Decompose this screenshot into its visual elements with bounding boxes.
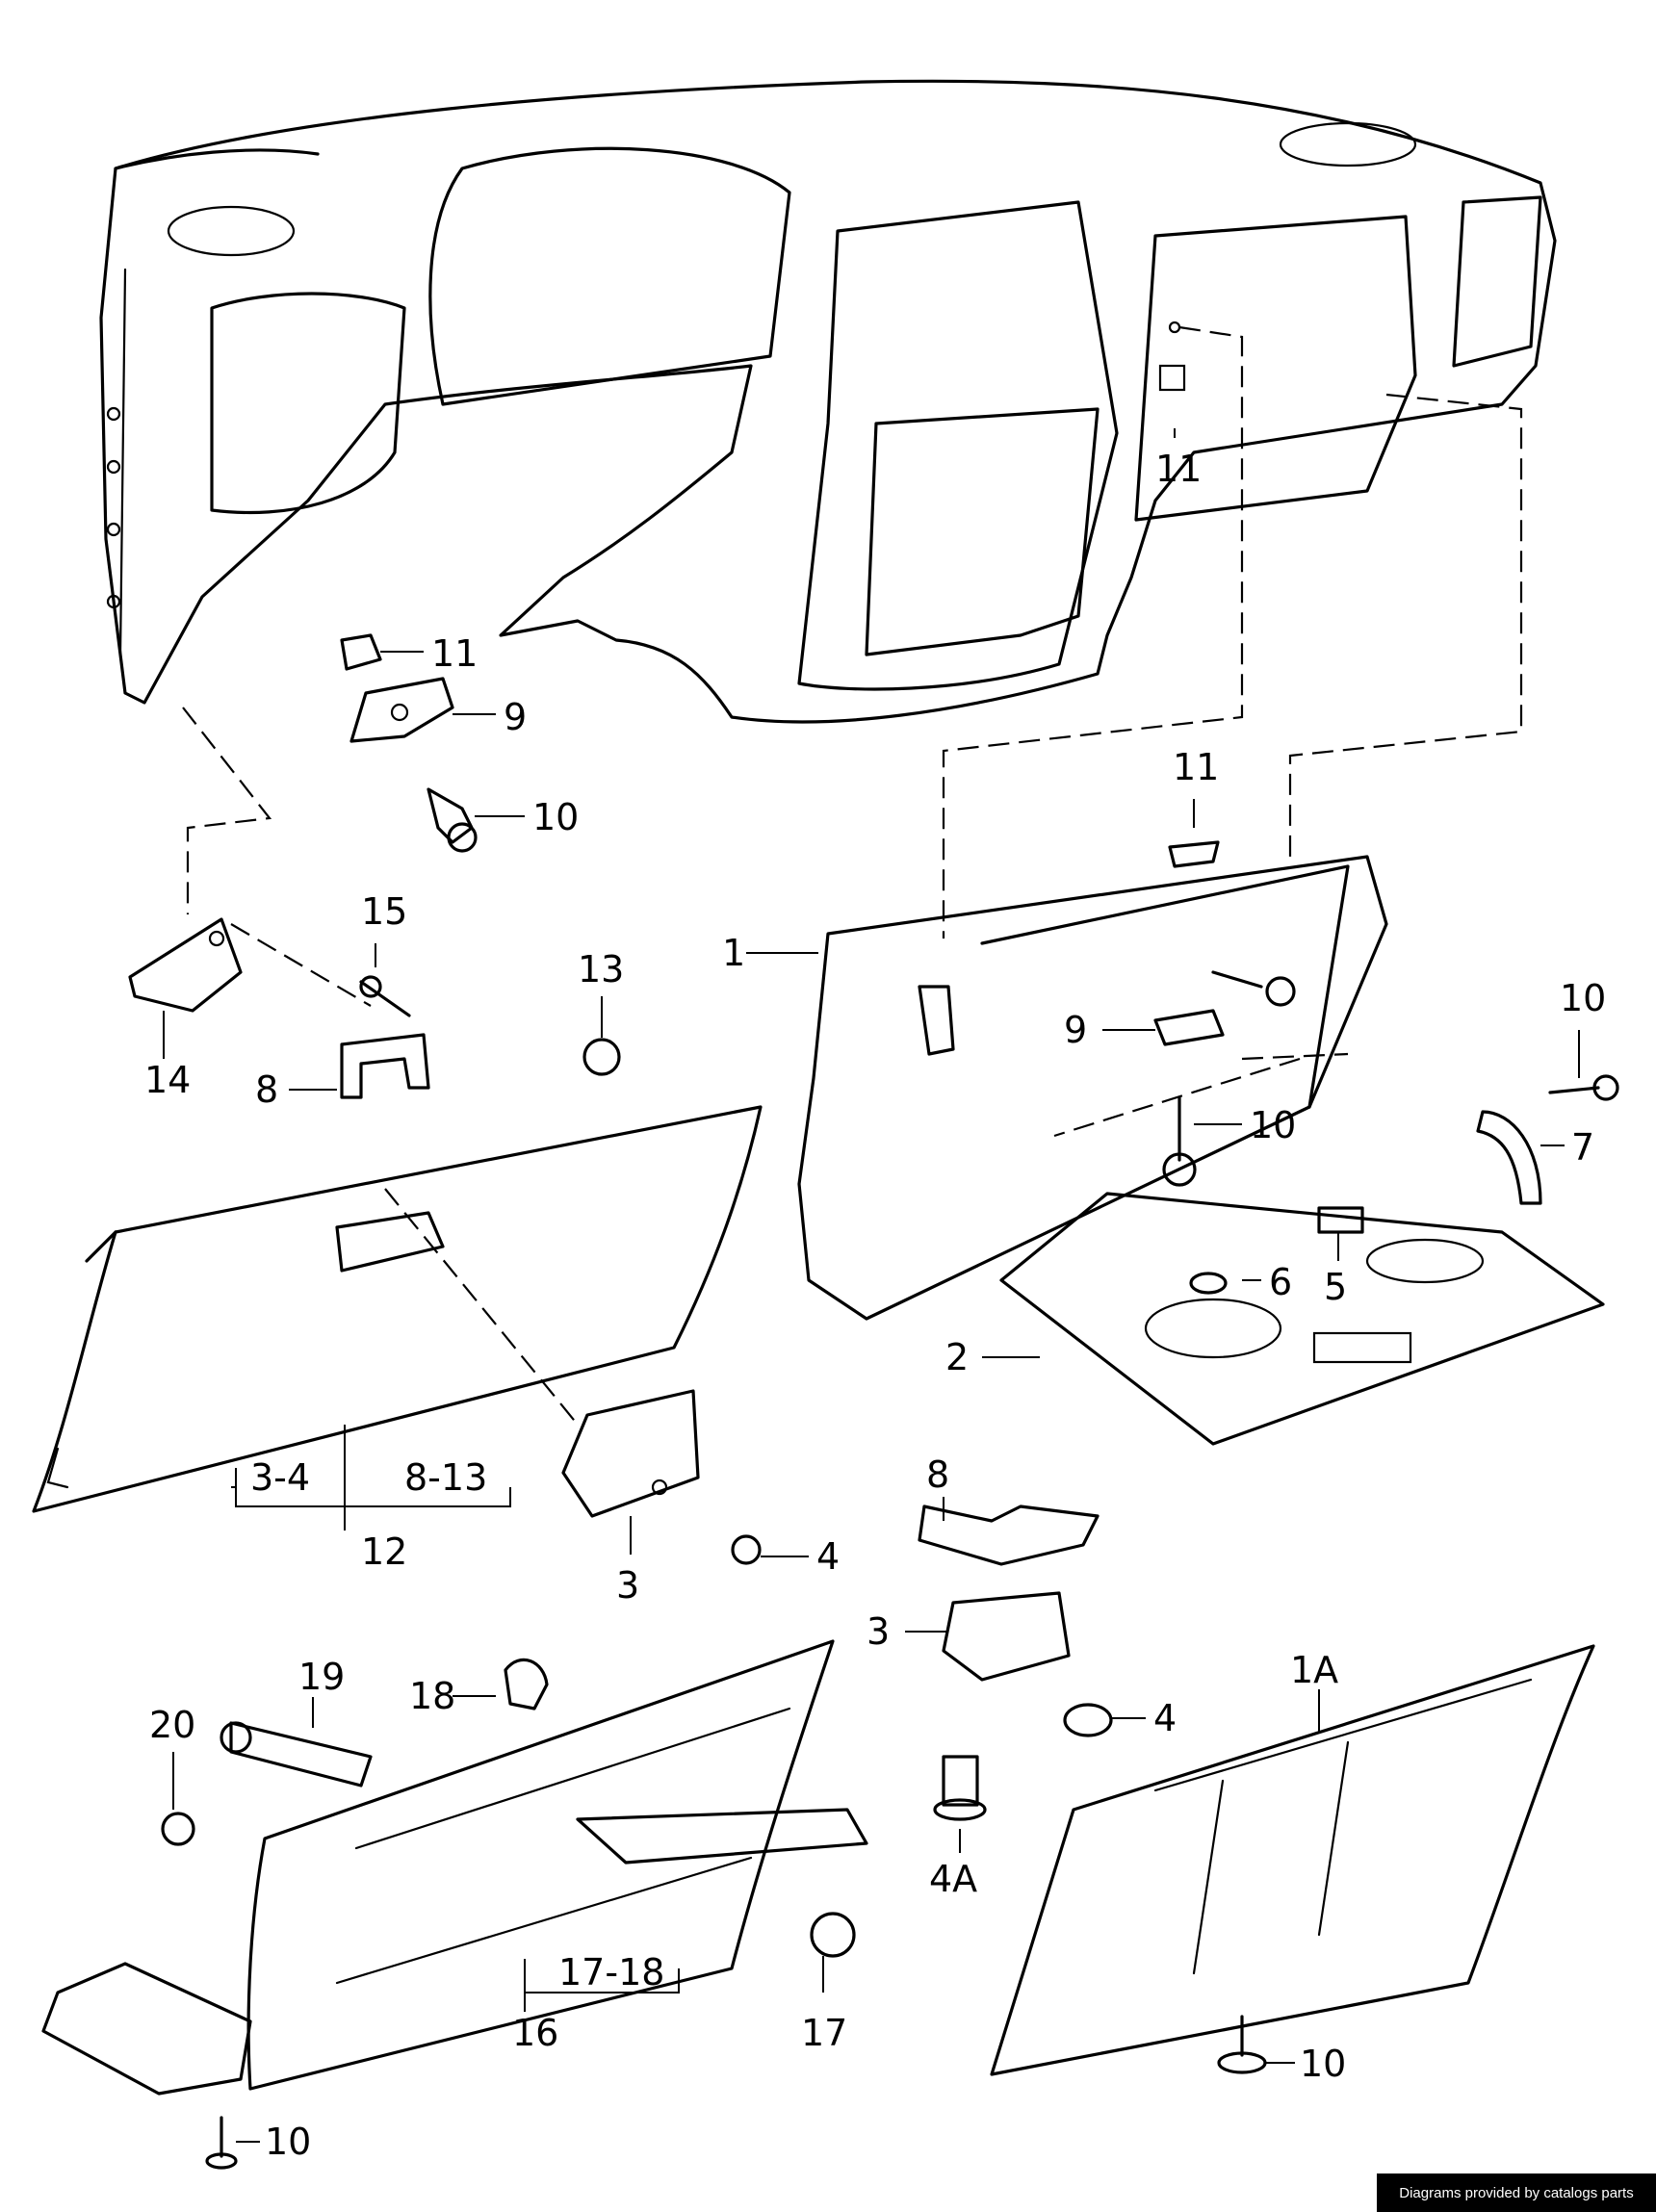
callout-8-lower: 8 bbox=[926, 1453, 949, 1496]
assembly-dashed-lines bbox=[182, 325, 1523, 1426]
cap-part-4-left bbox=[731, 1534, 762, 1565]
pin-part-15 bbox=[359, 975, 411, 1017]
damper-part-5 bbox=[1317, 1206, 1364, 1234]
screw-part-10-lower-left bbox=[205, 2116, 238, 2170]
hinge-part-14 bbox=[128, 917, 243, 1013]
callout-10-lower-left: 10 bbox=[265, 2121, 311, 2163]
callout-6: 6 bbox=[1269, 1261, 1292, 1303]
callout-14: 14 bbox=[144, 1059, 191, 1101]
callout-12: 12 bbox=[361, 1530, 407, 1573]
screw-part-10-lower-right bbox=[1217, 2015, 1267, 2074]
callout-20: 20 bbox=[149, 1704, 195, 1746]
bumper-part-17 bbox=[810, 1912, 856, 1958]
callout-3-left: 3 bbox=[616, 1564, 639, 1607]
callout-range-17-18: 17-18 bbox=[558, 1951, 664, 1993]
glovebox-part-1A bbox=[990, 1644, 1595, 2076]
glovebox-part-16 bbox=[41, 1639, 868, 2096]
glovebox-housing-part-1 bbox=[797, 855, 1388, 1321]
gasket-part-8-lower bbox=[918, 1505, 1100, 1566]
bracket-part-9-mid bbox=[1153, 1009, 1225, 1046]
callout-1A: 1A bbox=[1290, 1649, 1338, 1691]
callout-range-3-4: 3-4 bbox=[250, 1456, 310, 1499]
callout-9-mid: 9 bbox=[1064, 1009, 1087, 1051]
callout-17: 17 bbox=[801, 2012, 847, 2054]
callout-4A: 4A bbox=[929, 1858, 977, 1900]
callout-4-right: 4 bbox=[1153, 1697, 1177, 1739]
latch-part-3-left bbox=[561, 1389, 700, 1518]
callout-range-8-13: 8-13 bbox=[404, 1456, 487, 1499]
callout-10-lower-right: 10 bbox=[1300, 2043, 1346, 2085]
callout-9-upper: 9 bbox=[504, 696, 527, 738]
callout-4-left: 4 bbox=[816, 1535, 840, 1578]
credit-badge: Diagrams provided by catalogs parts bbox=[1377, 2173, 1656, 2212]
clip-part-8-upper bbox=[340, 1033, 430, 1099]
nut-part-4-right bbox=[1063, 1703, 1113, 1737]
callout-7: 7 bbox=[1571, 1126, 1594, 1169]
bumper-part-13 bbox=[582, 1038, 621, 1076]
callout-16: 16 bbox=[512, 2012, 558, 2054]
callout-5: 5 bbox=[1324, 1266, 1347, 1308]
bracket-part-9-upper bbox=[349, 677, 454, 743]
rod-part-19 bbox=[220, 1721, 373, 1788]
screw-part-10-mid bbox=[1211, 970, 1296, 1007]
leader-lines bbox=[163, 428, 1580, 2143]
callout-13: 13 bbox=[578, 948, 624, 990]
callout-18: 18 bbox=[409, 1675, 455, 1717]
callout-10-upper: 10 bbox=[532, 796, 579, 838]
clip-part-20 bbox=[161, 1812, 195, 1846]
callout-15: 15 bbox=[361, 890, 407, 933]
seal-part-7 bbox=[1476, 1110, 1542, 1205]
callout-11-mid: 11 bbox=[1173, 746, 1219, 788]
callout-8-upper: 8 bbox=[255, 1068, 278, 1111]
glovebox-door-part-2 bbox=[999, 1192, 1605, 1446]
callout-11-upper: 11 bbox=[431, 632, 478, 675]
callout-2: 2 bbox=[945, 1336, 969, 1378]
callout-3-right: 3 bbox=[867, 1610, 890, 1653]
screw-part-10-upper bbox=[427, 787, 478, 853]
screw-part-10-right bbox=[1548, 1074, 1619, 1101]
clip-part-11-mid bbox=[1168, 840, 1220, 868]
dashboard-drawing bbox=[99, 79, 1557, 724]
screw-part-10-center bbox=[1162, 1095, 1197, 1187]
latch-part-3-right bbox=[942, 1591, 1071, 1682]
clip-part-11-upper bbox=[340, 633, 382, 671]
callout-labels: 11 11 9 10 11 15 13 1 10 9 14 8 10 7 6 5… bbox=[144, 448, 1606, 2163]
stop-part-6 bbox=[1189, 1272, 1228, 1295]
cap-part-18 bbox=[504, 1658, 549, 1710]
callout-10-right: 10 bbox=[1560, 977, 1606, 1019]
callout-10-center: 10 bbox=[1250, 1104, 1296, 1146]
callout-19: 19 bbox=[298, 1656, 345, 1698]
callout-11-top: 11 bbox=[1155, 448, 1202, 490]
callout-1: 1 bbox=[722, 932, 745, 974]
grommet-part-4A bbox=[933, 1755, 987, 1821]
glovebox-lid-part-12 bbox=[32, 1105, 763, 1513]
